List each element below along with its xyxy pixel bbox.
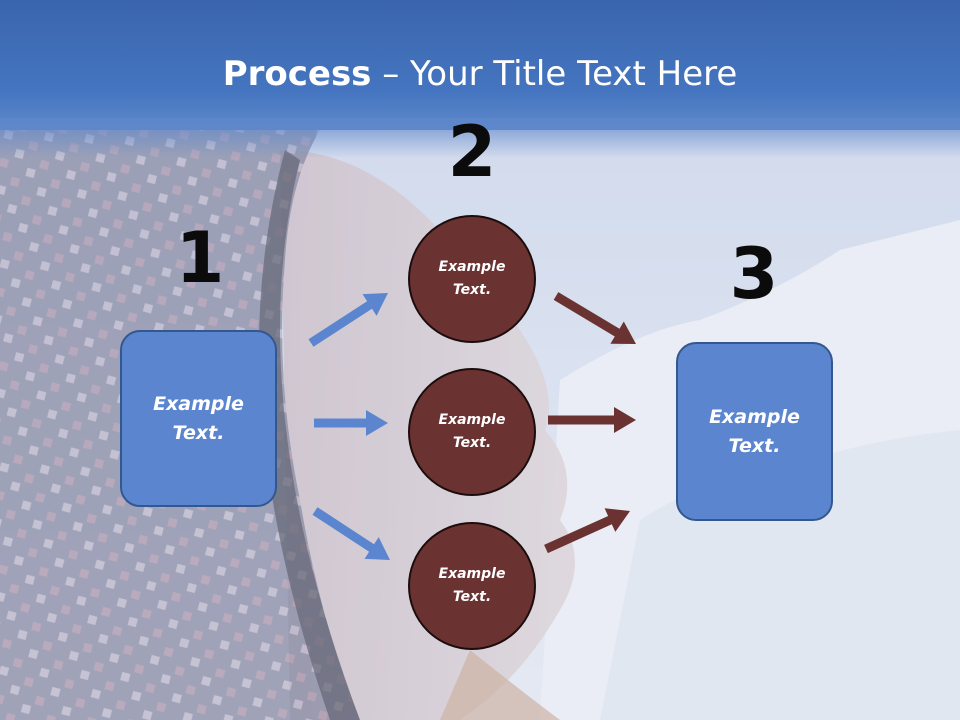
step-2-circle-2: Example Text. — [408, 368, 536, 496]
step-3-text: Example Text. — [709, 405, 800, 457]
step-3-box: Example Text. — [676, 342, 833, 521]
title-bar — [0, 0, 960, 130]
arrow-circle-1-to-3 — [553, 292, 636, 344]
step-number-3: 3 — [729, 233, 779, 315]
slide-title-bold: Process — [222, 54, 372, 94]
step-2-circle-2-text: Example Text. — [438, 412, 506, 451]
title-bar-fade — [0, 118, 960, 158]
arrow-1-to-circle-3 — [312, 507, 390, 560]
step-2-circle-1: Example Text. — [408, 215, 536, 343]
arrow-1-to-circle-2 — [314, 410, 388, 436]
slide-title-rest: – Your Title Text Here — [371, 54, 738, 94]
step-2-circle-1-text: Example Text. — [438, 259, 506, 298]
slide-title: Process – Your Title Text Here — [0, 52, 960, 96]
step-1-box: Example Text. — [120, 330, 277, 507]
arrow-circle-3-to-3 — [544, 508, 630, 554]
step-number-2: 2 — [447, 111, 497, 193]
arrow-1-to-circle-1 — [308, 293, 388, 347]
step-1-text: Example Text. — [153, 392, 244, 444]
step-number-1: 1 — [175, 217, 225, 299]
step-2-circle-3-text: Example Text. — [438, 566, 506, 605]
step-2-circle-3: Example Text. — [408, 522, 536, 650]
arrow-circle-2-to-3 — [548, 407, 636, 433]
